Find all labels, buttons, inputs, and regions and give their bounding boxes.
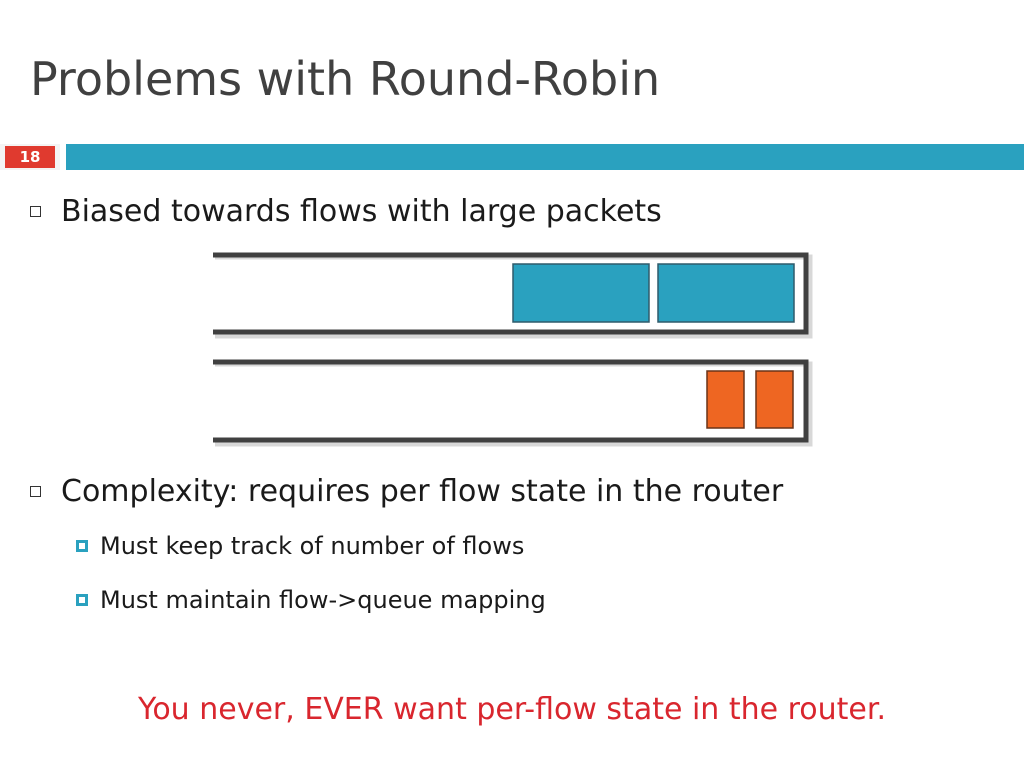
large-packet [512,263,650,323]
sub-bullet-text: Must keep track of number of flows [100,532,525,560]
bullet-item-2: Complexity: requires per flow state in t… [30,474,783,509]
bullet-text: Complexity: requires per flow state in t… [61,474,784,509]
slide-number-box: 18 [0,144,60,170]
callout-note: You never, EVER want per-flow state in t… [137,692,886,727]
queue-small-packets [213,359,813,447]
filled-square-bullet-icon [76,594,88,606]
large-packet [657,263,795,323]
sub-bullet-item-2: Must maintain flow->queue mapping [76,586,546,614]
small-packet [706,370,745,429]
hollow-square-bullet-icon [30,206,41,217]
bullet-item-1: Biased towards flows with large packets [30,194,662,229]
accent-bar [66,144,1024,170]
queue-outline [213,359,809,443]
queue-outline [213,252,809,335]
small-packet [755,370,794,429]
slide-title: Problems with Round-Robin [30,52,661,106]
queue-large-packets [213,252,813,339]
filled-square-bullet-icon [76,540,88,552]
sub-bullet-text: Must maintain flow->queue mapping [100,586,546,614]
bullet-text: Biased towards flows with large packets [61,194,662,229]
sub-bullet-item-1: Must keep track of number of flows [76,532,524,560]
hollow-square-bullet-icon [30,486,41,497]
slide-number: 18 [5,146,55,168]
